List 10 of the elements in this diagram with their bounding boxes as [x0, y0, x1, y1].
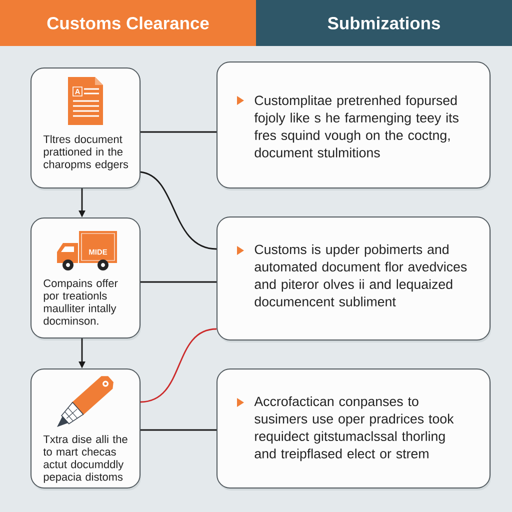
connector-line: [140, 328, 217, 403]
text-card: Customplitae pretrenhed fopursed fojoly like s he farmenging teey its fres squind vough on the coctng, document stulmitions: [216, 62, 491, 190]
text-card: Customs is upder pobimerts and automated document flor avedvices and piteror olves ii and lequaized documencent subliment: [216, 216, 491, 342]
column-header: Customs Clearance: [0, 0, 256, 46]
connector-line: [140, 429, 216, 431]
connector-line: [140, 171, 217, 250]
connector-line: [140, 131, 216, 133]
column-header: Submizations: [256, 0, 512, 46]
connector-line: [140, 281, 216, 283]
text-card: Accrofactican conpanses to susimers use oper pradrices took requidect gitstumaclssal thorling and treipflased elect or strem: [216, 368, 491, 490]
